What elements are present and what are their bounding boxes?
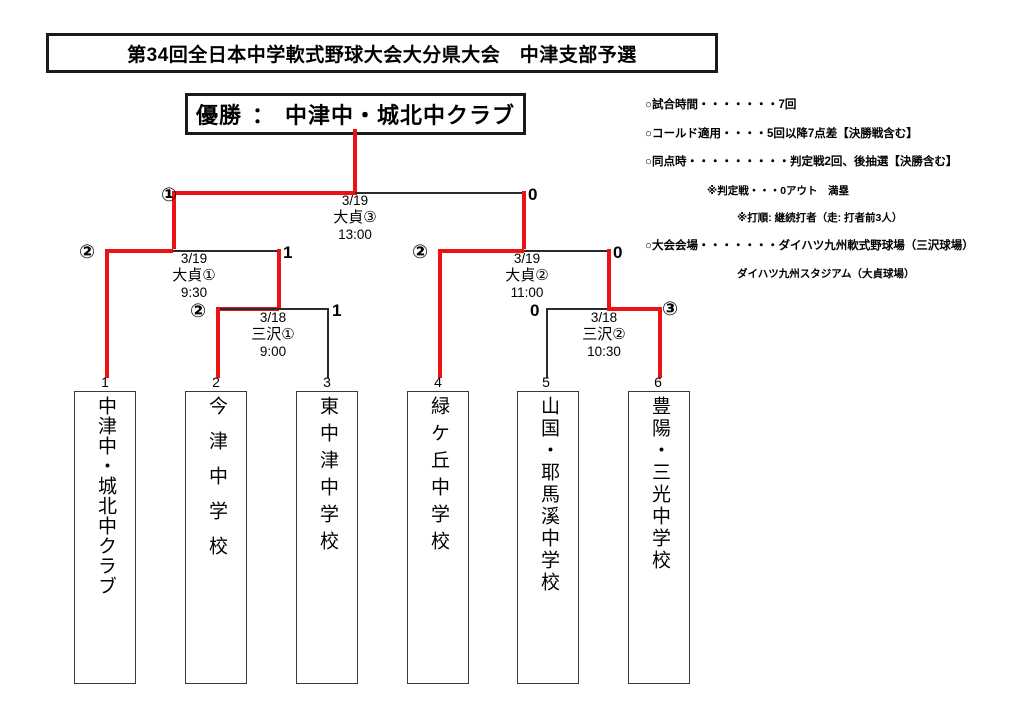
note-venue-1: ○大会会場・・・・・・・ダイハツ九州軟式野球場（三沢球場）: [645, 239, 974, 252]
team-box-3[interactable]: 東中津中学校: [296, 391, 358, 684]
match-qf-right-date: 3/18: [590, 310, 618, 325]
team-name-3: 東中津中学校: [316, 396, 338, 558]
bracket-line-qf-left-loser: [216, 308, 328, 310]
match-semi-right: 3/19 大貞② 11:00: [472, 251, 582, 301]
match-qf-left-time: 9:00: [259, 343, 287, 359]
bracket-line-semi-left-winner: [105, 249, 173, 253]
score-final-left: ①: [161, 185, 178, 206]
match-qf-left: 3/18 三沢① 9:00: [218, 310, 328, 360]
bracket-line-final-left-arm: [172, 191, 176, 249]
bracket-line-team4-arm: [438, 249, 442, 378]
match-final-date: 3/19: [341, 193, 369, 208]
team-box-1[interactable]: 中津中・城北中クラブ: [74, 391, 136, 684]
score-semi-right-right: 0: [613, 243, 623, 262]
score-semi-right-left: ②: [412, 242, 429, 263]
bracket-line-champion-drop: [353, 129, 357, 195]
team-box-5[interactable]: 山国・耶馬溪中学校: [517, 391, 579, 684]
score-semi-left-right: 1: [283, 243, 293, 262]
seed-number-2: 2: [212, 374, 220, 390]
bracket-line-semi-right-loser: [524, 250, 609, 252]
score-qf-left-left: ②: [190, 301, 207, 322]
seed-number-3: 3: [323, 374, 331, 390]
note-batting-order: ※打順: 継続打者（走: 打者前3人）: [737, 212, 903, 224]
notes-panel: ○試合時間・・・・・・・7回 ○コールド適用・・・・5回以降7点差【決勝戦含む】…: [645, 99, 1005, 297]
match-qf-left-venue: 三沢①: [251, 325, 295, 343]
score-final-right: 0: [528, 185, 538, 204]
match-qf-right-time: 10:30: [587, 343, 621, 359]
bracket-line-semi-right-right-arm: [607, 249, 611, 308]
champion-label: 優勝: [195, 103, 242, 128]
match-semi-right-venue: 大貞②: [505, 266, 549, 284]
seed-number-1: 1: [101, 374, 109, 390]
match-semi-left-date: 3/19: [180, 251, 208, 266]
match-qf-left-date: 3/18: [259, 310, 287, 325]
match-semi-left-venue: 大貞①: [172, 266, 216, 284]
team-box-2[interactable]: 今津中学校: [185, 391, 247, 684]
match-semi-right-date: 3/19: [513, 251, 541, 266]
match-final-time: 13:00: [338, 226, 372, 242]
bracket-line-final-right-arm: [522, 191, 526, 249]
bracket-line-final-right: [355, 192, 526, 194]
score-qf-left-right: 1: [332, 301, 342, 320]
match-semi-left: 3/19 大貞① 9:30: [139, 251, 249, 301]
note-tie-rule: ○同点時・・・・・・・・・判定戦2回、後抽選【決勝含む】: [645, 156, 958, 168]
bracket-line-qf-right-winner: [607, 307, 662, 311]
bracket-line-team3-arm: [327, 308, 329, 378]
champion-name: 中津中・城北中クラブ: [285, 103, 516, 128]
seed-number-6: 6: [654, 374, 662, 390]
bracket-line-semi-left-loser: [173, 250, 279, 252]
team-name-5: 山国・耶馬溪中学校: [537, 396, 559, 594]
score-qf-right-left: 0: [530, 301, 540, 320]
page-title: 第34回全日本中学軟式野球大会大分県大会 中津支部予選: [46, 33, 718, 73]
note-venue-2: ダイハツ九州スタジアム（大貞球場）: [737, 268, 915, 280]
note-tiebreak-detail: ※判定戦・・・0アウト 満塁: [707, 184, 850, 197]
seed-number-5: 5: [542, 374, 550, 390]
bracket-line-team5-arm: [546, 308, 548, 378]
bracket-line-semi-right-winner: [438, 249, 524, 253]
match-final: 3/19 大貞③ 13:00: [300, 193, 410, 243]
bracket-line-final-left: [172, 191, 355, 195]
team-name-2: 今津中学校: [205, 396, 227, 571]
match-semi-right-time: 11:00: [510, 284, 544, 300]
score-qf-right-right: ③: [662, 299, 679, 320]
seed-number-4: 4: [434, 374, 442, 390]
champion-separator: ：: [251, 103, 275, 128]
page-title-text: 第34回全日本中学軟式野球大会大分県大会 中津支部予選: [127, 44, 637, 66]
note-game-time: ○試合時間・・・・・・・7回: [645, 99, 797, 111]
match-final-venue: 大貞③: [333, 208, 377, 226]
note-mercy-rule: ○コールド適用・・・・5回以降7点差【決勝戦含む】: [645, 127, 918, 140]
match-qf-right: 3/18 三沢② 10:30: [549, 310, 659, 360]
team-name-4: 緑ケ丘中学校: [427, 396, 449, 558]
bracket-line-team6-arm: [658, 307, 662, 378]
match-qf-right-venue: 三沢②: [582, 325, 626, 343]
team-name-6: 豊陽・三光中学校: [648, 396, 670, 572]
bracket-line-semi-left-right-arm: [277, 249, 281, 308]
match-semi-left-time: 9:30: [180, 284, 208, 300]
team-name-1: 中津中・城北中クラブ: [94, 396, 116, 596]
score-semi-left-left: ②: [79, 242, 96, 263]
bracket-line-qf-right-loser: [546, 308, 609, 310]
team-box-6[interactable]: 豊陽・三光中学校: [628, 391, 690, 684]
bracket-line-team2-arm: [216, 307, 220, 378]
bracket-line-team1-arm: [105, 249, 109, 378]
team-box-4[interactable]: 緑ケ丘中学校: [407, 391, 469, 684]
